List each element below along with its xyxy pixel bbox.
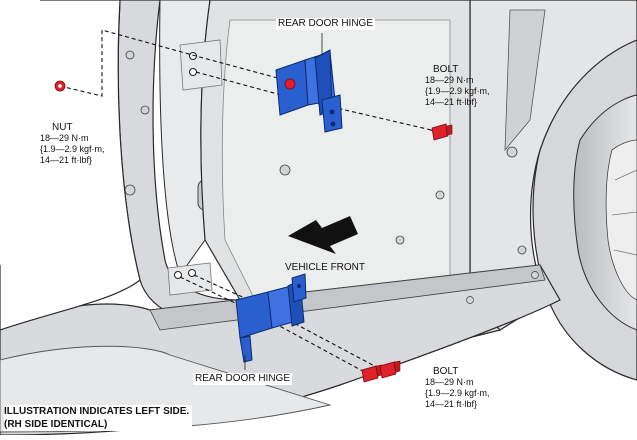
nut-spec: NUT 18—29 N·m {1.9—2.9 kgf·m, 14—21 ft·l… xyxy=(40,122,105,166)
lower-hinge-mount-plate xyxy=(167,262,213,296)
nut-name: NUT xyxy=(52,122,73,133)
front-door-opening xyxy=(0,0,141,331)
nut-torque-nm: 18—29 N·m xyxy=(40,133,89,143)
lower-hinge-label: REAR DOOR HINGE xyxy=(193,373,293,385)
upper-bolt-torque-ftlbf: 14—21 ft·lbf} xyxy=(425,97,478,107)
lower-hinge-hole-1 xyxy=(174,271,182,279)
lower-bolt-fasteners xyxy=(361,360,401,383)
lower-hinge-hole-2 xyxy=(188,269,196,277)
upper-hinge-hole-1 xyxy=(189,52,197,60)
upper-rear-door-hinge xyxy=(275,49,343,133)
lower-bolt-spec: BOLT 18—29 N·m {1.9—2.9 kgf·m, 14—21 ft·… xyxy=(425,366,490,410)
lower-bolt-name: BOLT xyxy=(433,366,459,377)
leader-lines xyxy=(244,33,323,370)
upper-hinge-mount-plate xyxy=(179,39,223,91)
upper-bolt-name: BOLT xyxy=(433,64,459,75)
lower-bolt-torque-ftlbf: 14—21 ft·lbf} xyxy=(425,399,478,409)
upper-bolt-fastener xyxy=(431,123,453,141)
illustration-note: ILLUSTRATION INDICATES LEFT SIDE. (RH SI… xyxy=(4,405,193,431)
upper-bolt-torque-kgf: {1.9—2.9 kgf·m, xyxy=(425,86,490,96)
lower-bolt-torque-kgf: {1.9—2.9 kgf·m, xyxy=(425,388,490,398)
nut-fastener xyxy=(54,80,66,92)
vehicle-front-label: VEHICLE FRONT xyxy=(285,262,366,273)
lower-rear-door-hinge xyxy=(235,273,307,363)
nut-torque-ftlbf: 14—21 ft·lbf} xyxy=(40,155,93,165)
upper-bolt-spec: BOLT 18—29 N·m {1.9—2.9 kgf·m, 14—21 ft·… xyxy=(425,64,490,108)
upper-bolt-torque-nm: 18—29 N·m xyxy=(425,75,474,85)
note-line-1: ILLUSTRATION INDICATES LEFT SIDE. xyxy=(4,406,190,417)
lower-bolt-torque-nm: 18—29 N·m xyxy=(425,377,474,387)
note-line-2: (RH SIDE IDENTICAL) xyxy=(4,419,108,430)
nut-torque-kgf: {1.9—2.9 kgf·m, xyxy=(40,144,105,154)
upper-hinge-hole-2 xyxy=(189,68,197,76)
vehicle-front-arrow xyxy=(288,216,358,254)
rear-wheel xyxy=(532,39,637,381)
upper-hinge-label: REAR DOOR HINGE xyxy=(276,18,376,30)
